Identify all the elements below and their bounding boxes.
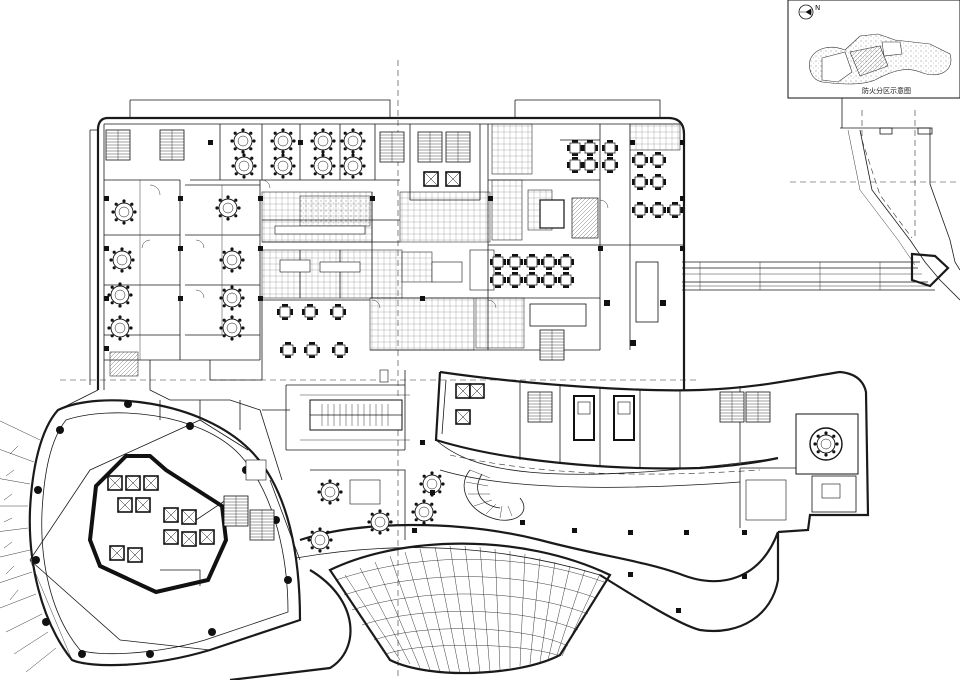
north-arrow-icon [798,4,814,20]
fire-zone-key-map [809,33,952,85]
left-private-rooms [104,129,261,390]
west-tower [0,399,302,673]
dining-hall [489,253,666,361]
north-label: N [815,4,820,12]
east-curved-wing [434,370,870,534]
top-banquet-rooms [190,124,405,181]
glass-canopy [328,542,612,675]
structural-columns [104,140,685,495]
right-site-lines [790,98,960,301]
lobby-round-tables [269,469,446,561]
spiral-stair [463,469,525,521]
restaurant-seating [487,123,684,350]
sky-bridge [682,261,935,291]
central-kitchen [261,191,495,299]
plaza-outline [229,439,780,680]
tower-link [57,389,290,481]
door-swings [141,179,609,309]
central-stair-core [409,124,481,201]
escalator [309,399,403,431]
lobby-floor [369,297,600,351]
key-plan-title: 防火分区示意图 [862,86,911,95]
key-plan: N 防火分区示意图 [787,0,960,99]
lower-lobby [209,299,410,451]
